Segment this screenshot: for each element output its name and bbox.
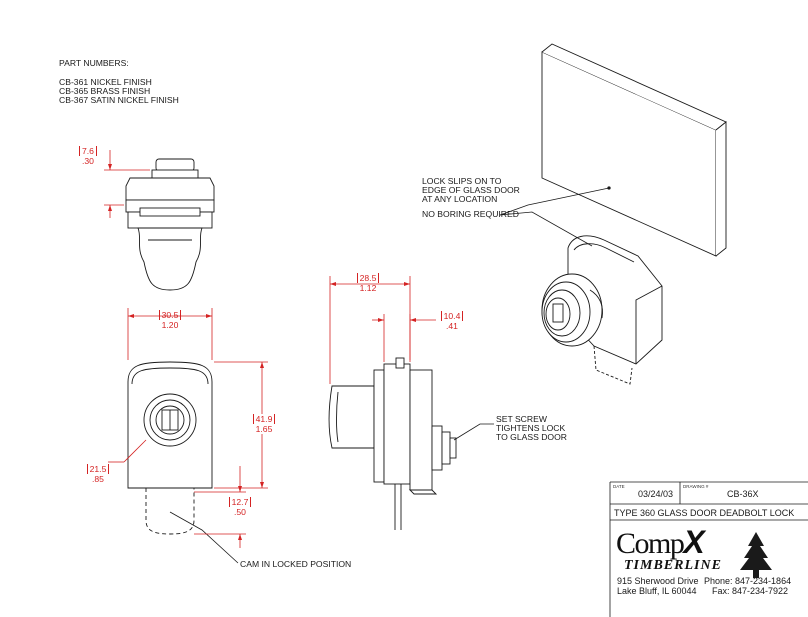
isometric-view [541,43,727,385]
drawing-date: 03/24/03 [638,489,674,499]
callout-lock-slips-2: EDGE OF GLASS DOOR [422,185,520,195]
callout-lock-slips-1: LOCK SLIPS ON TO [422,176,502,186]
dim-front-depth: 21.5.85 [84,464,112,484]
pine-tree-icon [740,532,772,578]
side-view [328,357,457,530]
callout-set-screw-3: TO GLASS DOOR [496,432,567,442]
dimension-lines [104,150,436,548]
callout-no-boring: NO BORING REQUIRED [422,209,519,219]
dim-top-height: 7.6.30 [76,146,100,166]
dim-side-glass: 10.4.41 [438,311,466,331]
callout-set-screw-1: SET SCREW [496,414,547,424]
drawing-number: CB-36X [727,489,759,499]
callout-set-screw-2: TIGHTENS LOCK [496,423,566,433]
top-view [125,158,215,291]
part-number-1: CB-361 NICKEL FINISH [59,77,152,87]
callout-cam: CAM IN LOCKED POSITION [240,559,352,569]
phone-number: Phone: 847-234-1864 [704,576,792,586]
address-line-2: Lake Bluff, IL 60044 [617,586,697,596]
dimension-arrows [108,164,416,540]
dim-cam-offset: 12.7.50 [226,497,254,517]
leader-lines [169,187,610,564]
timberline-logo: TIMBERLINE [624,558,722,573]
part-numbers-heading: PART NUMBERS: [59,58,129,68]
callout-lock-slips-3: AT ANY LOCATION [422,194,498,204]
part-number-2: CB-365 BRASS FINISH [59,86,151,96]
front-view [127,361,213,535]
part-number-3: CB-367 SATIN NICKEL FINISH [59,95,179,105]
fax-number: Fax: 847-234-7922 [712,586,789,596]
title-block-frame [609,481,808,617]
date-label: DATE [613,484,625,489]
address-line-1: 915 Sherwood Drive [617,576,699,586]
drawing-number-label: DRAWING # [683,484,709,489]
drawing-title: TYPE 360 GLASS DOOR DEADBOLT LOCK [614,508,795,518]
compx-logo: CompX [616,524,705,560]
